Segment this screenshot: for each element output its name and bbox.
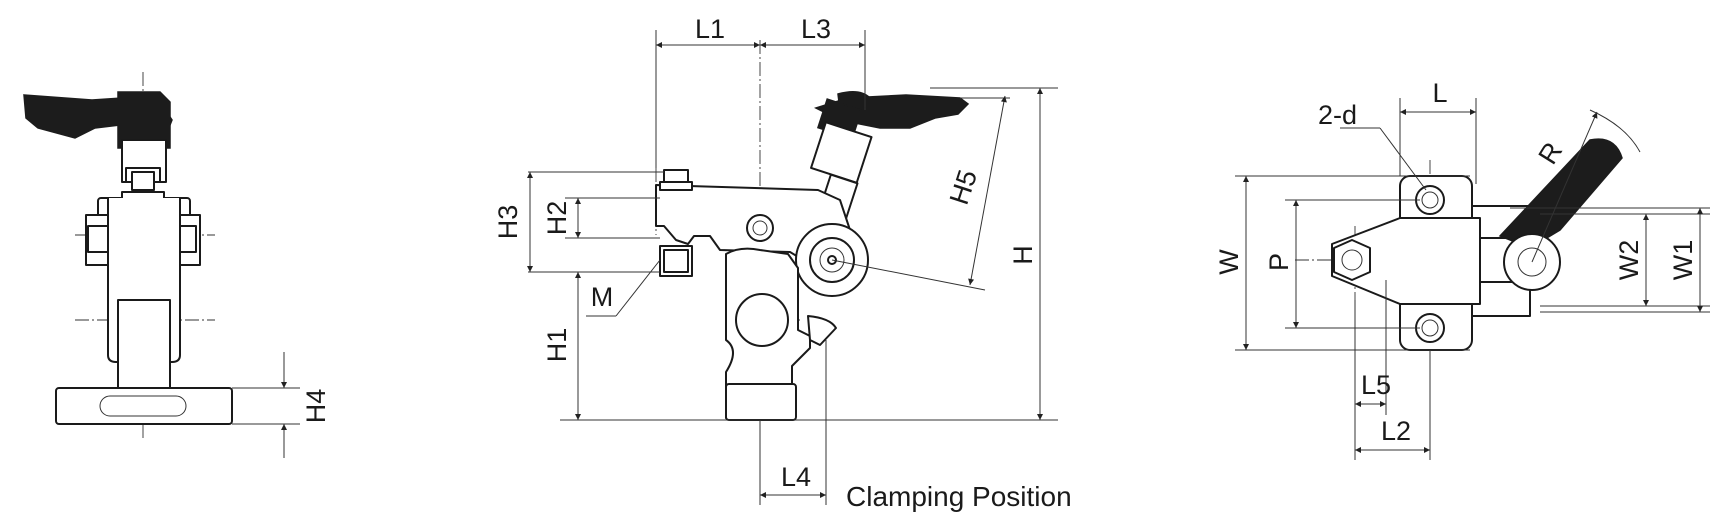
label-h3: H3	[493, 205, 523, 240]
label-w2: W2	[1614, 240, 1644, 281]
label-h4: H4	[301, 389, 331, 424]
label-l4: L4	[781, 462, 811, 492]
leader-2d: 2-d	[1318, 100, 1427, 191]
label-l3: L3	[801, 14, 831, 44]
dimension-l1-l3: L1 L3	[655, 14, 866, 168]
dimension-l5-l2: L5 L2	[1354, 280, 1431, 460]
dimension-l: L	[1399, 78, 1477, 184]
label-l5: L5	[1361, 370, 1391, 400]
label-w: W	[1214, 249, 1244, 275]
dimension-w-p: W P	[1214, 175, 1470, 351]
label-r: R	[1532, 137, 1568, 169]
label-h1: H1	[542, 328, 572, 363]
label-h5: H5	[944, 166, 983, 208]
dimension-w2-w1: W2 W1	[1510, 207, 1710, 313]
label-l2: L2	[1381, 416, 1411, 446]
top-view	[1295, 138, 1623, 360]
side-view	[23, 72, 233, 440]
dimension-h3-h2-h1: H3 H2 H1	[493, 171, 664, 420]
caption-clamping-position: Clamping Position	[846, 481, 1072, 512]
label-p: P	[1264, 253, 1294, 271]
label-h2: H2	[542, 201, 572, 236]
dimension-l4: L4	[759, 340, 827, 505]
dimension-h4: H4	[232, 352, 331, 458]
label-w1: W1	[1668, 240, 1698, 281]
label-m: M	[591, 282, 614, 312]
label-l: L	[1432, 78, 1447, 108]
label-2d: 2-d	[1318, 100, 1357, 130]
label-h: H	[1008, 245, 1038, 265]
front-view	[655, 40, 970, 505]
dimension-h: H	[560, 87, 1058, 421]
leader-m: M	[586, 259, 661, 317]
label-l1: L1	[695, 14, 725, 44]
